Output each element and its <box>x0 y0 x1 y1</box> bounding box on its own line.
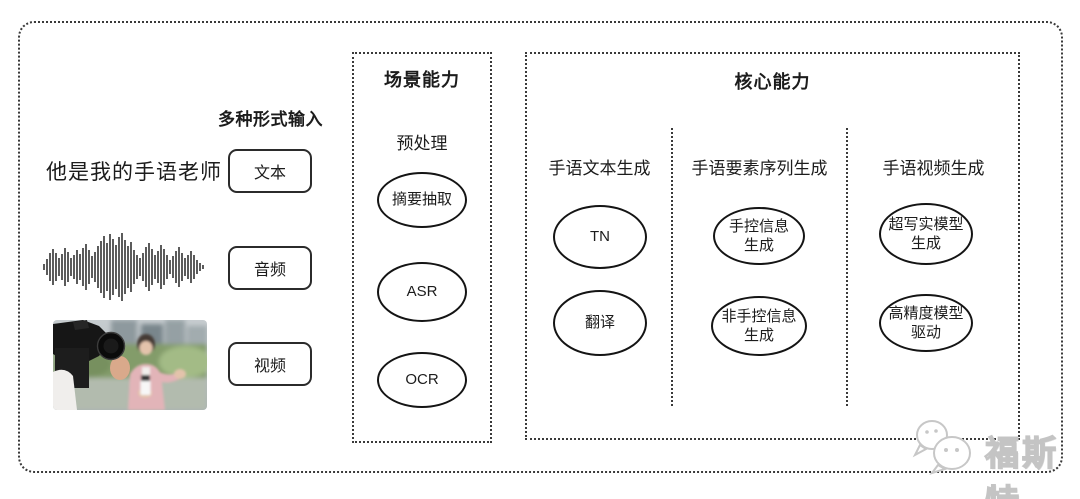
watermark-text: 福斯特 <box>984 434 1059 499</box>
input-section-label: 多种形式输入 <box>218 110 323 129</box>
input-box-video: 视频 <box>228 342 312 386</box>
node-label: TN <box>590 228 610 246</box>
node-summary-extraction: 摘要抽取 <box>377 172 467 228</box>
node-label: 驱动 <box>910 324 941 341</box>
node-translation: 翻译 <box>553 290 647 356</box>
node-label: 高精度模型 <box>888 304 964 322</box>
column-header-sign-text-generation: 手语文本生成 <box>548 159 651 178</box>
node-label: 生成 <box>743 237 774 254</box>
node-manual-info-generation: 手控信息 生成 <box>713 207 805 265</box>
node-label: 生成 <box>910 235 941 252</box>
input-box-audio: 音频 <box>228 246 312 290</box>
scene-box-title: 场景能力 <box>384 70 460 90</box>
node-label: OCR <box>405 371 439 389</box>
column-header-sign-element-sequence-generation: 手语要素序列生成 <box>691 159 828 178</box>
node-label: 超写实模型 <box>888 215 964 233</box>
column-header-sign-video-generation: 手语视频生成 <box>882 159 985 178</box>
node-label: ASR <box>406 283 438 301</box>
node-label: 摘要抽取 <box>391 191 452 209</box>
outer-dotted-border <box>18 21 1063 473</box>
column-divider-1 <box>671 128 673 406</box>
input-box-audio-label: 音频 <box>253 262 286 279</box>
core-capability-box <box>525 52 1020 440</box>
node-hyperrealistic-model-generation: 超写实模型 生成 <box>879 203 973 265</box>
sample-sentence-text: 他是我的手语老师 <box>46 161 222 184</box>
node-tn: TN <box>553 205 647 269</box>
audio-waveform-icon <box>43 233 204 301</box>
input-box-text-label: 文本 <box>253 165 286 182</box>
mascot-bubbles-logo-icon <box>912 420 971 475</box>
video-frame-photo <box>53 320 207 410</box>
input-box-text: 文本 <box>228 149 312 193</box>
node-non-manual-info-generation: 非手控信息 生成 <box>711 296 807 356</box>
scene-capability-box <box>352 52 492 443</box>
node-ocr: OCR <box>377 352 467 408</box>
input-box-video-label: 视频 <box>253 358 286 375</box>
node-asr: ASR <box>377 262 467 322</box>
node-high-precision-model-driving: 高精度模型 驱动 <box>879 294 973 352</box>
preprocess-label: 预处理 <box>396 134 448 153</box>
node-label: 翻译 <box>584 314 615 332</box>
node-label: 生成 <box>743 327 774 344</box>
node-label: 非手控信息 <box>721 307 797 325</box>
column-divider-2 <box>846 128 848 406</box>
core-box-title: 核心能力 <box>734 72 811 92</box>
node-label: 手控信息 <box>728 217 789 235</box>
